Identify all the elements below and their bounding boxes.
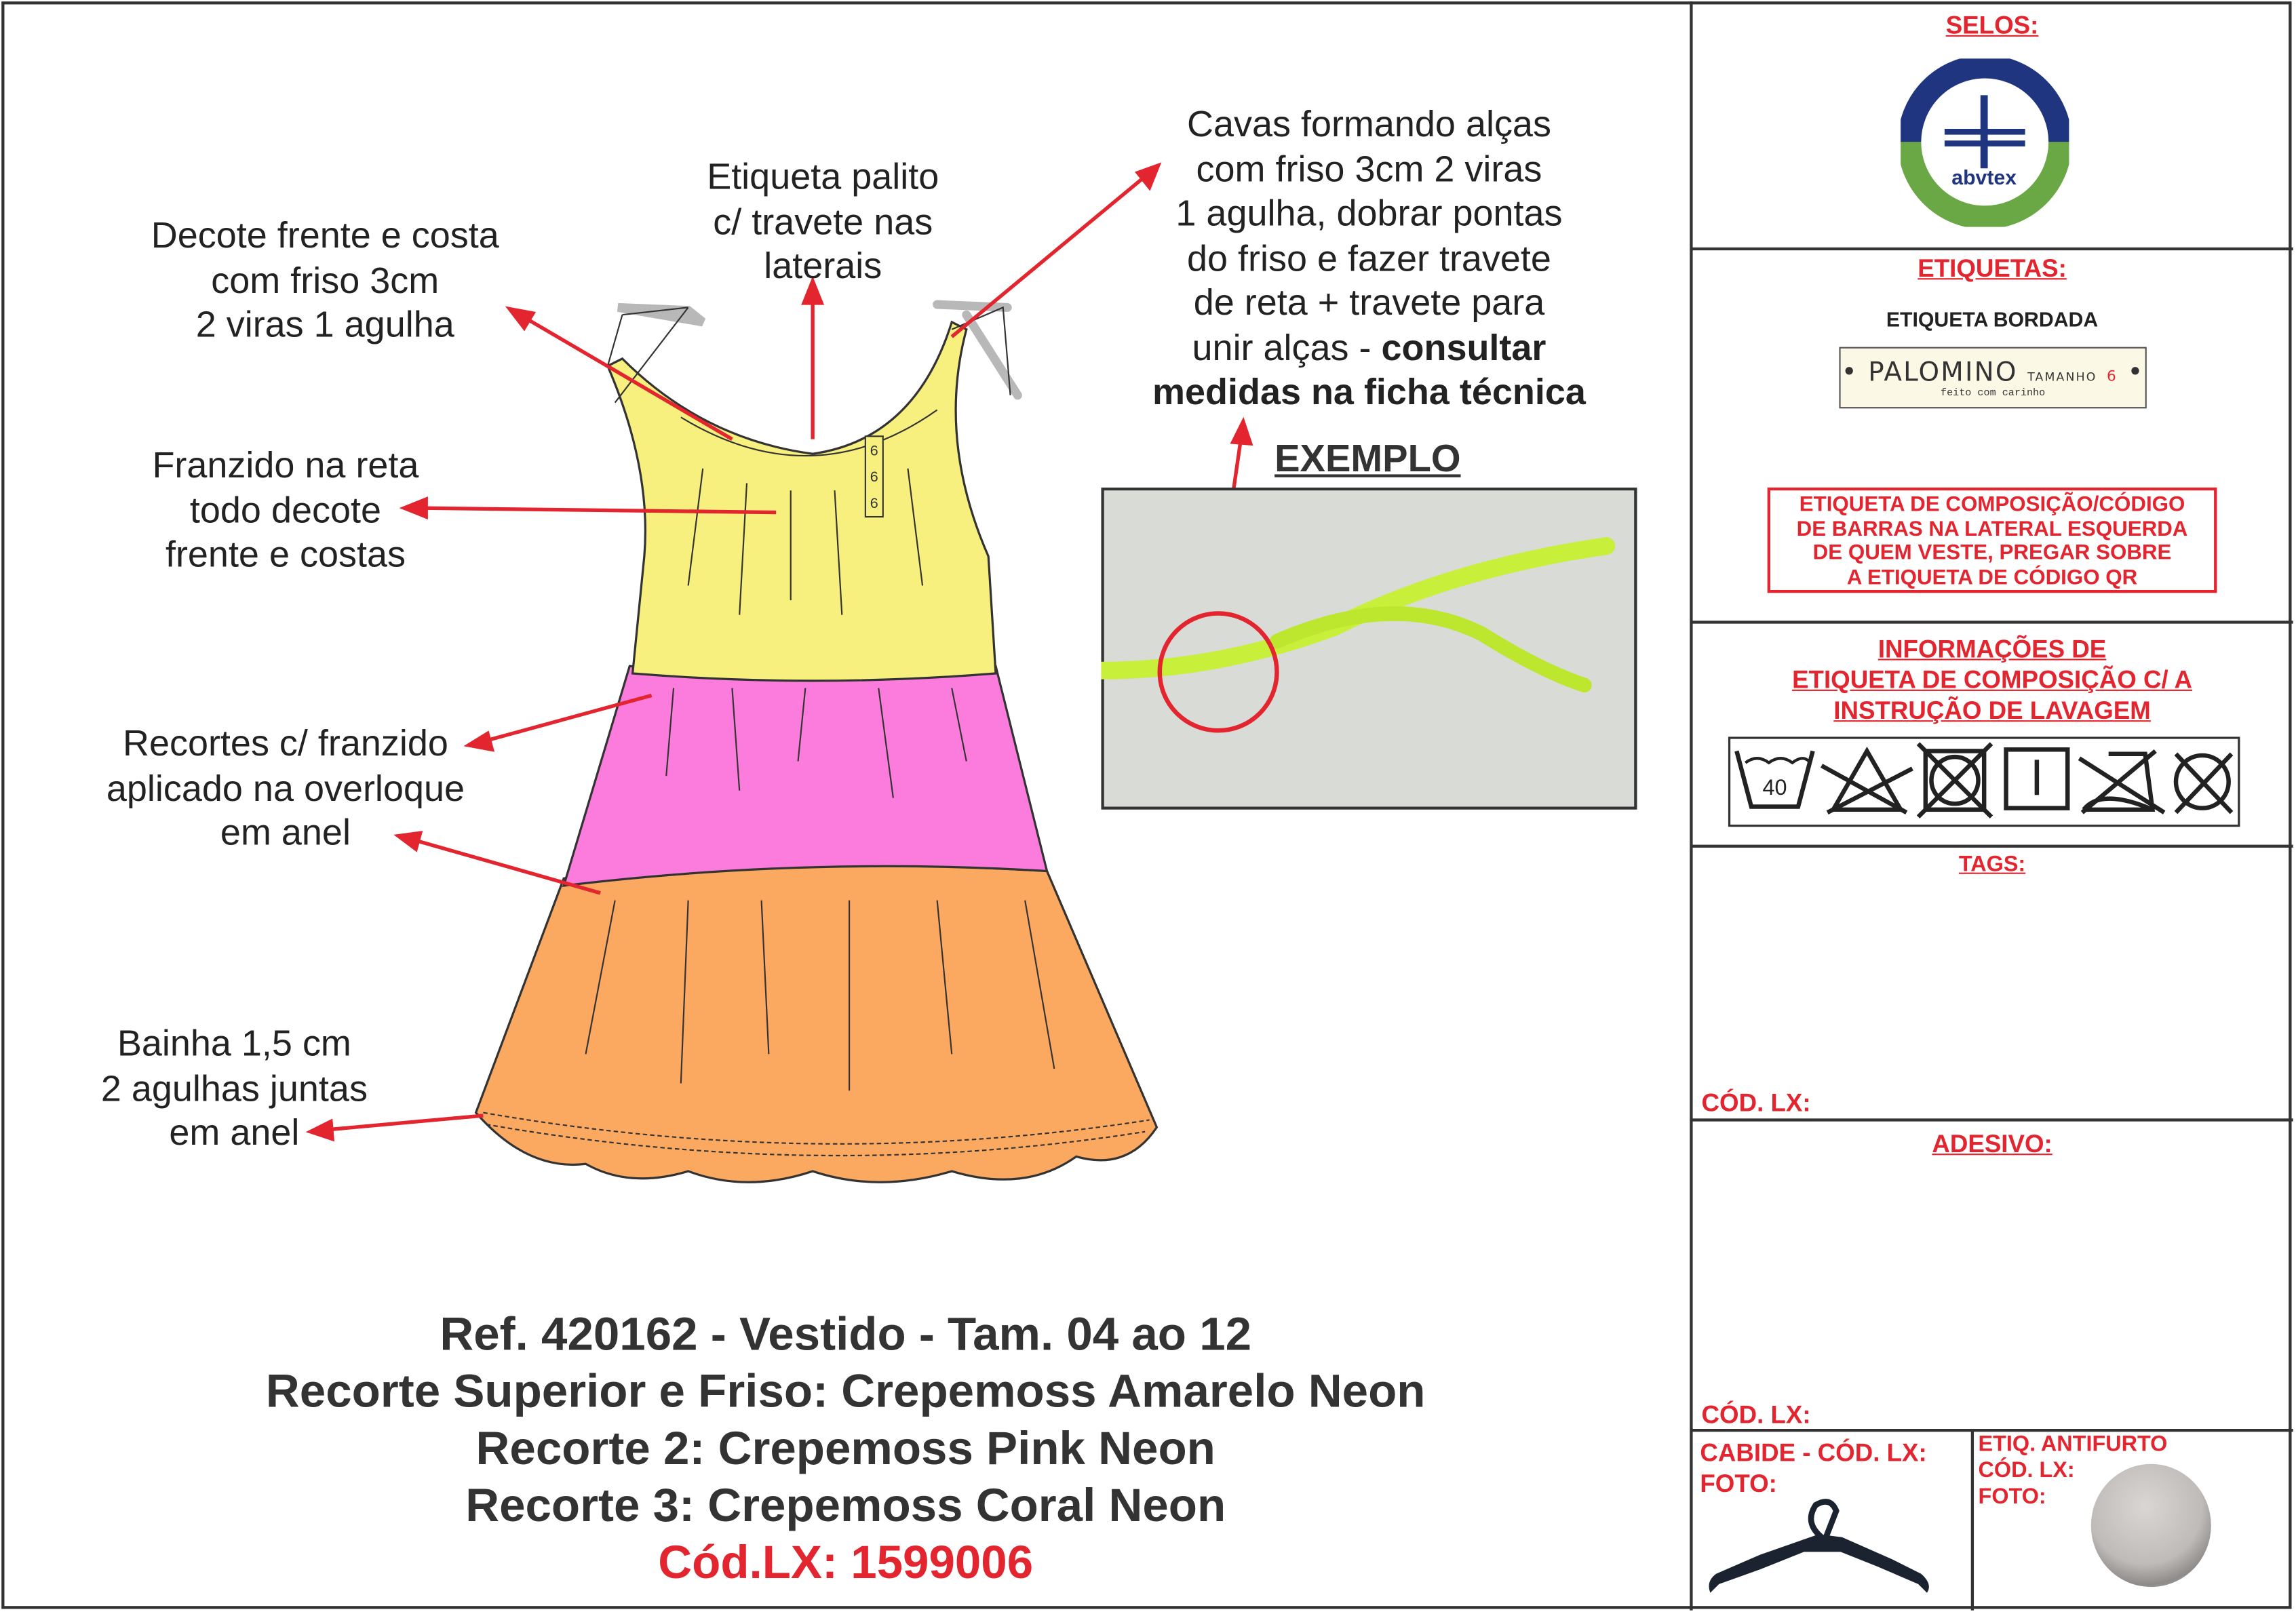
ref-line: Ref. 420162 - Vestido - Tam. 04 ao 12 [440,1307,1252,1360]
divider [1691,1118,2293,1122]
fabric-line-2: Recorte 2: Crepemoss Pink Neon [475,1421,1215,1474]
care-symbols: 40 [1728,736,2240,827]
wash-40-icon: 40 [1734,750,1815,809]
dress-skirt-orange [474,864,1159,1183]
svg-text:6: 6 [870,494,878,511]
label-brand: PALOMINO [1868,357,2018,389]
divider [1691,1428,2293,1432]
divider [1691,844,2293,848]
adesivo-cod-lx: CÓD. LX: [1701,1400,1811,1429]
adesivo-header: ADESIVO: [1932,1130,2052,1158]
selos-header: SELOS: [1945,12,2039,40]
svg-text:40: 40 [1762,775,1787,800]
no-tumble-dry-icon [1916,742,1993,819]
dress-bodice-yellow: 6 6 6 [606,300,1022,682]
exemplo-label: EXEMPLO [1275,436,1461,481]
no-dry-clean-icon [2173,752,2234,814]
hanger-photo [1709,1499,1929,1593]
svg-text:abvtex: abvtex [1951,167,2017,189]
no-bleach-icon [1820,746,1913,815]
label-size-text: TAMANHO [2027,370,2097,384]
etiquetas-header: ETIQUETAS: [1918,254,2067,283]
example-photo [1101,487,1637,810]
fabric-line-3: Recorte 3: Crepemoss Coral Neon [465,1478,1226,1532]
panel-divider [1690,1,1693,1611]
divider [1970,1430,1974,1611]
dress-illustration: 6 6 6 [305,162,1253,1183]
woven-label: • PALOMINO TAMANHO 6 • feito com carinho [1839,347,2147,409]
product-code: Cód.LX: 1599006 [658,1535,1034,1589]
label-tagline: feito com carinho [1941,388,2046,400]
etiqueta-bordada-label: ETIQUETA BORDADA [1886,307,2099,331]
tag-palito [864,435,884,518]
product-description: Ref. 420162 - Vestido - Tam. 04 ao 12 Re… [0,1306,1691,1592]
divider [1691,247,2293,251]
abvtex-seal: abvtex [1897,54,2072,229]
antifurto-tag-photo [2090,1463,2211,1588]
cabide-label: CABIDE - CÓD. LX:FOTO: [1700,1439,1927,1498]
gather-lines [585,468,1055,1091]
no-iron-icon [2078,749,2166,814]
tags-cod-lx: CÓD. LX: [1701,1089,1811,1118]
tags-header: TAGS: [1958,852,2026,878]
svg-text:6: 6 [870,441,878,458]
annotation-arrows [305,162,1253,1142]
line-dry-icon [2004,747,2070,810]
svg-text:6: 6 [870,468,878,485]
divider [1691,621,2293,624]
fabric-line-1: Recorte Superior e Friso: Crepemoss Amar… [265,1364,1426,1417]
label-size: 6 [2107,369,2118,385]
